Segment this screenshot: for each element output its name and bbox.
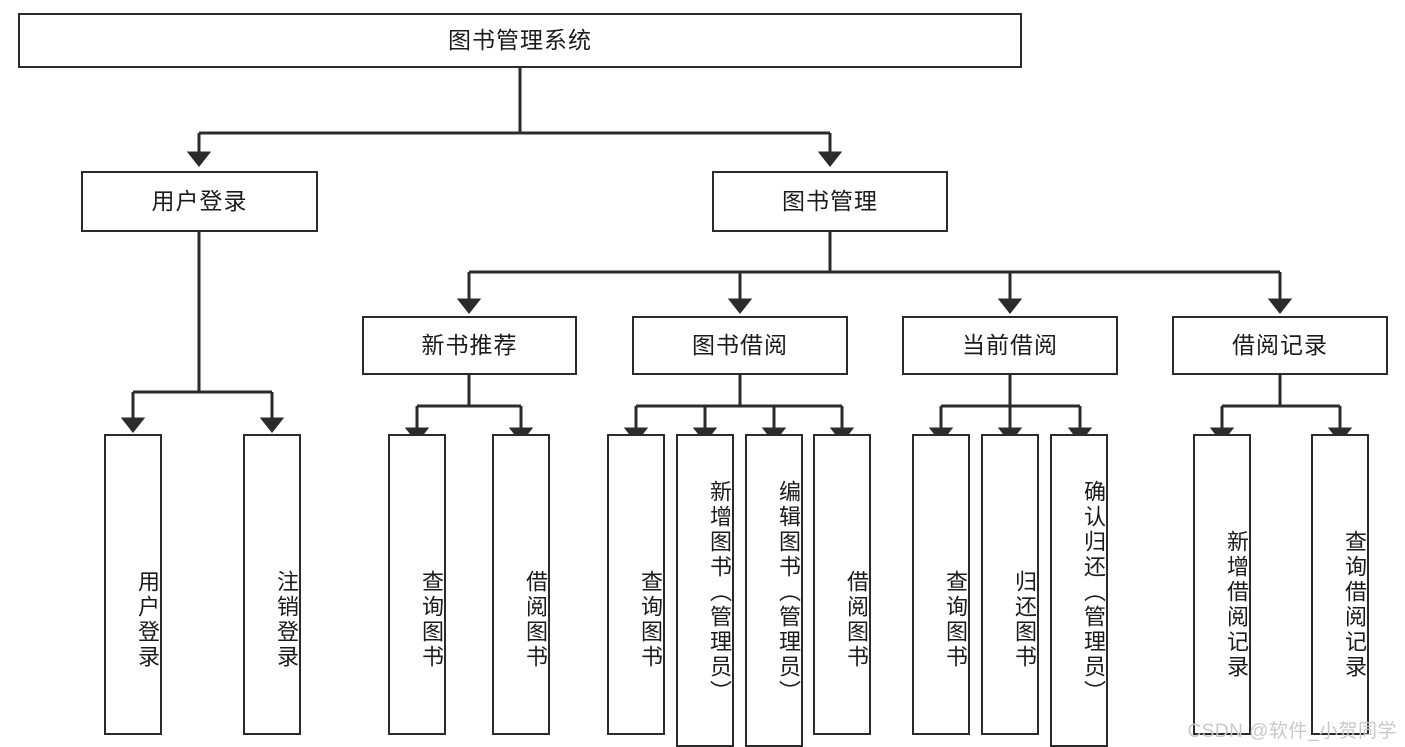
leaf-logout[interactable]: 注销登录	[243, 434, 301, 735]
leaf-borrow-book-1-label: 借阅图书	[523, 569, 548, 670]
node-user-login-label: 用户登录	[151, 187, 248, 214]
leaf-query-book-3[interactable]: 查询图书	[912, 434, 970, 735]
leaf-query-book-3-label: 查询图书	[943, 569, 968, 670]
node-book-borrow-label: 图书借阅	[692, 331, 788, 358]
leaf-return-book[interactable]: 归还图书	[981, 434, 1039, 735]
leaf-borrow-book-2-label: 借阅图书	[844, 569, 869, 670]
node-root[interactable]: 图书管理系统	[18, 13, 1022, 68]
leaf-query-book-1-label: 查询图书	[419, 569, 444, 670]
node-borrow-record[interactable]: 借阅记录	[1172, 316, 1388, 375]
leaf-query-record[interactable]: 查询借阅记录	[1311, 434, 1369, 735]
node-borrow-record-label: 借阅记录	[1232, 331, 1328, 358]
leaf-add-record[interactable]: 新增借阅记录	[1193, 434, 1251, 735]
leaf-logout-label: 注销登录	[274, 569, 299, 670]
leaf-add-record-label: 新增借阅记录	[1224, 529, 1249, 680]
csdn-watermark: CSDN @软件_小贺同学	[1187, 721, 1397, 742]
leaf-user-login-label: 用户登录	[135, 569, 160, 670]
leaf-query-record-label: 查询借阅记录	[1342, 529, 1367, 680]
leaf-add-book[interactable]: 新增图书（管理员）	[676, 434, 734, 747]
node-root-label: 图书管理系统	[448, 26, 592, 53]
leaf-query-book-2-label: 查询图书	[638, 569, 663, 670]
leaf-query-book-1[interactable]: 查询图书	[388, 434, 446, 735]
leaf-edit-book-label: 编辑图书（管理员）	[776, 480, 801, 705]
node-book-manage[interactable]: 图书管理	[712, 171, 948, 232]
leaf-edit-book[interactable]: 编辑图书（管理员）	[745, 434, 803, 747]
node-book-manage-label: 图书管理	[782, 187, 878, 214]
node-new-book-rec-label: 新书推荐	[421, 331, 518, 358]
leaf-borrow-book-2[interactable]: 借阅图书	[813, 434, 871, 735]
node-new-book-rec[interactable]: 新书推荐	[362, 316, 577, 375]
leaf-borrow-book-1[interactable]: 借阅图书	[492, 434, 550, 735]
leaf-confirm-return-label: 确认归还（管理员）	[1081, 480, 1106, 705]
leaf-confirm-return[interactable]: 确认归还（管理员）	[1050, 434, 1108, 747]
leaf-user-login[interactable]: 用户登录	[104, 434, 162, 735]
leaf-return-book-label: 归还图书	[1012, 569, 1037, 670]
node-current-borrow[interactable]: 当前借阅	[902, 316, 1118, 375]
node-current-borrow-label: 当前借阅	[962, 331, 1058, 358]
leaf-add-book-label: 新增图书（管理员）	[707, 480, 732, 705]
node-user-login[interactable]: 用户登录	[81, 171, 318, 232]
leaf-query-book-2[interactable]: 查询图书	[607, 434, 665, 735]
node-book-borrow[interactable]: 图书借阅	[632, 316, 848, 375]
